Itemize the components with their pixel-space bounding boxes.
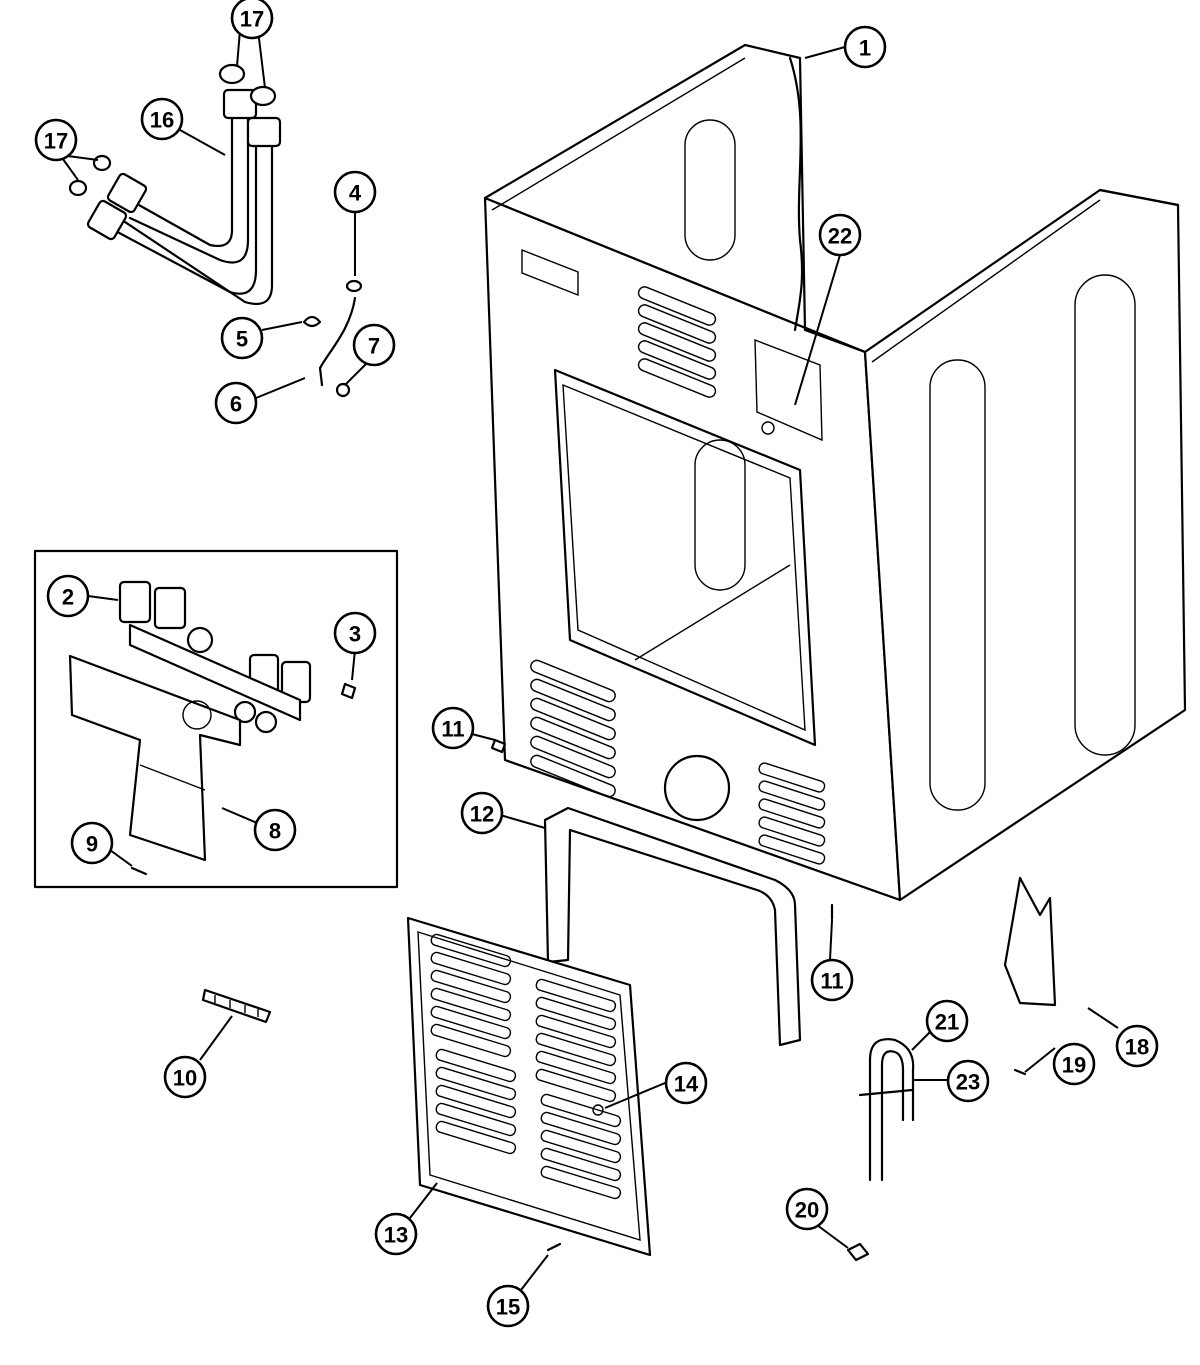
svg-text:17: 17 xyxy=(240,7,264,32)
callout-12: 12 xyxy=(460,791,504,835)
water-valve-inset xyxy=(33,549,399,889)
callout-16: 16 xyxy=(140,97,184,141)
drain-hose xyxy=(846,1038,915,1262)
front-panel-vents xyxy=(430,933,622,1200)
upper-vents xyxy=(637,286,717,398)
svg-text:7: 7 xyxy=(368,334,380,359)
callout-23: 23 xyxy=(946,1059,990,1103)
svg-text:22: 22 xyxy=(828,224,852,249)
inlet-hoses xyxy=(68,63,282,306)
callout-20: 20 xyxy=(785,1187,829,1231)
callout-22: 22 xyxy=(818,213,862,257)
wire-harness-clip xyxy=(201,988,272,1024)
svg-text:10: 10 xyxy=(173,1066,197,1091)
callout-5: 5 xyxy=(220,316,264,360)
cabinet xyxy=(483,43,1187,902)
callout-13: 13 xyxy=(374,1212,418,1256)
callout-15: 15 xyxy=(486,1284,530,1328)
svg-text:18: 18 xyxy=(1125,1035,1149,1060)
callout-9: 9 xyxy=(70,821,114,865)
base-frame xyxy=(543,806,802,1047)
hose-clamp-parts xyxy=(302,279,363,398)
screws xyxy=(490,738,1027,1252)
callout-3: 3 xyxy=(333,611,377,655)
svg-text:17: 17 xyxy=(44,129,68,154)
svg-text:9: 9 xyxy=(86,832,98,857)
svg-text:15: 15 xyxy=(496,1295,520,1320)
corner-bracket xyxy=(1003,876,1057,1007)
callout-18: 18 xyxy=(1115,1024,1159,1068)
svg-text:23: 23 xyxy=(956,1070,980,1095)
svg-text:11: 11 xyxy=(820,969,843,994)
svg-text:6: 6 xyxy=(230,392,242,417)
callout-1: 1 xyxy=(843,25,887,69)
svg-text:8: 8 xyxy=(269,819,281,844)
callout-14: 14 xyxy=(664,1061,708,1105)
svg-text:1: 1 xyxy=(859,36,871,61)
svg-text:16: 16 xyxy=(150,108,174,133)
callout-17b: 17 xyxy=(34,118,78,162)
front-panel xyxy=(406,916,652,1257)
callout-11b: 11 xyxy=(810,958,854,1002)
water-valve xyxy=(118,580,312,734)
svg-text:4: 4 xyxy=(349,181,362,206)
callout-8: 8 xyxy=(253,808,297,852)
lower-right-vents xyxy=(758,762,826,865)
svg-text:20: 20 xyxy=(795,1198,819,1223)
svg-text:21: 21 xyxy=(935,1010,959,1035)
valve-bracket xyxy=(68,654,242,862)
callouts: 1 2 3 4 5 6 7 8 9 10 11 11 12 13 14 15 1… xyxy=(34,0,1159,1328)
callout-7: 7 xyxy=(352,323,396,367)
svg-text:5: 5 xyxy=(236,327,248,352)
svg-text:19: 19 xyxy=(1062,1053,1086,1078)
svg-text:11: 11 xyxy=(441,717,464,742)
callout-4: 4 xyxy=(333,170,377,214)
svg-text:12: 12 xyxy=(470,802,494,827)
callout-11a: 11 xyxy=(431,706,475,750)
svg-text:13: 13 xyxy=(384,1223,408,1248)
svg-text:14: 14 xyxy=(674,1072,699,1097)
callout-2: 2 xyxy=(46,574,90,618)
lower-left-vents xyxy=(530,659,616,798)
svg-text:2: 2 xyxy=(62,585,74,610)
callout-10: 10 xyxy=(163,1055,207,1099)
svg-text:3: 3 xyxy=(349,622,361,647)
callout-21: 21 xyxy=(925,999,969,1043)
callout-17a: 17 xyxy=(230,0,274,40)
callout-6: 6 xyxy=(214,381,258,425)
callout-19: 19 xyxy=(1052,1042,1096,1086)
